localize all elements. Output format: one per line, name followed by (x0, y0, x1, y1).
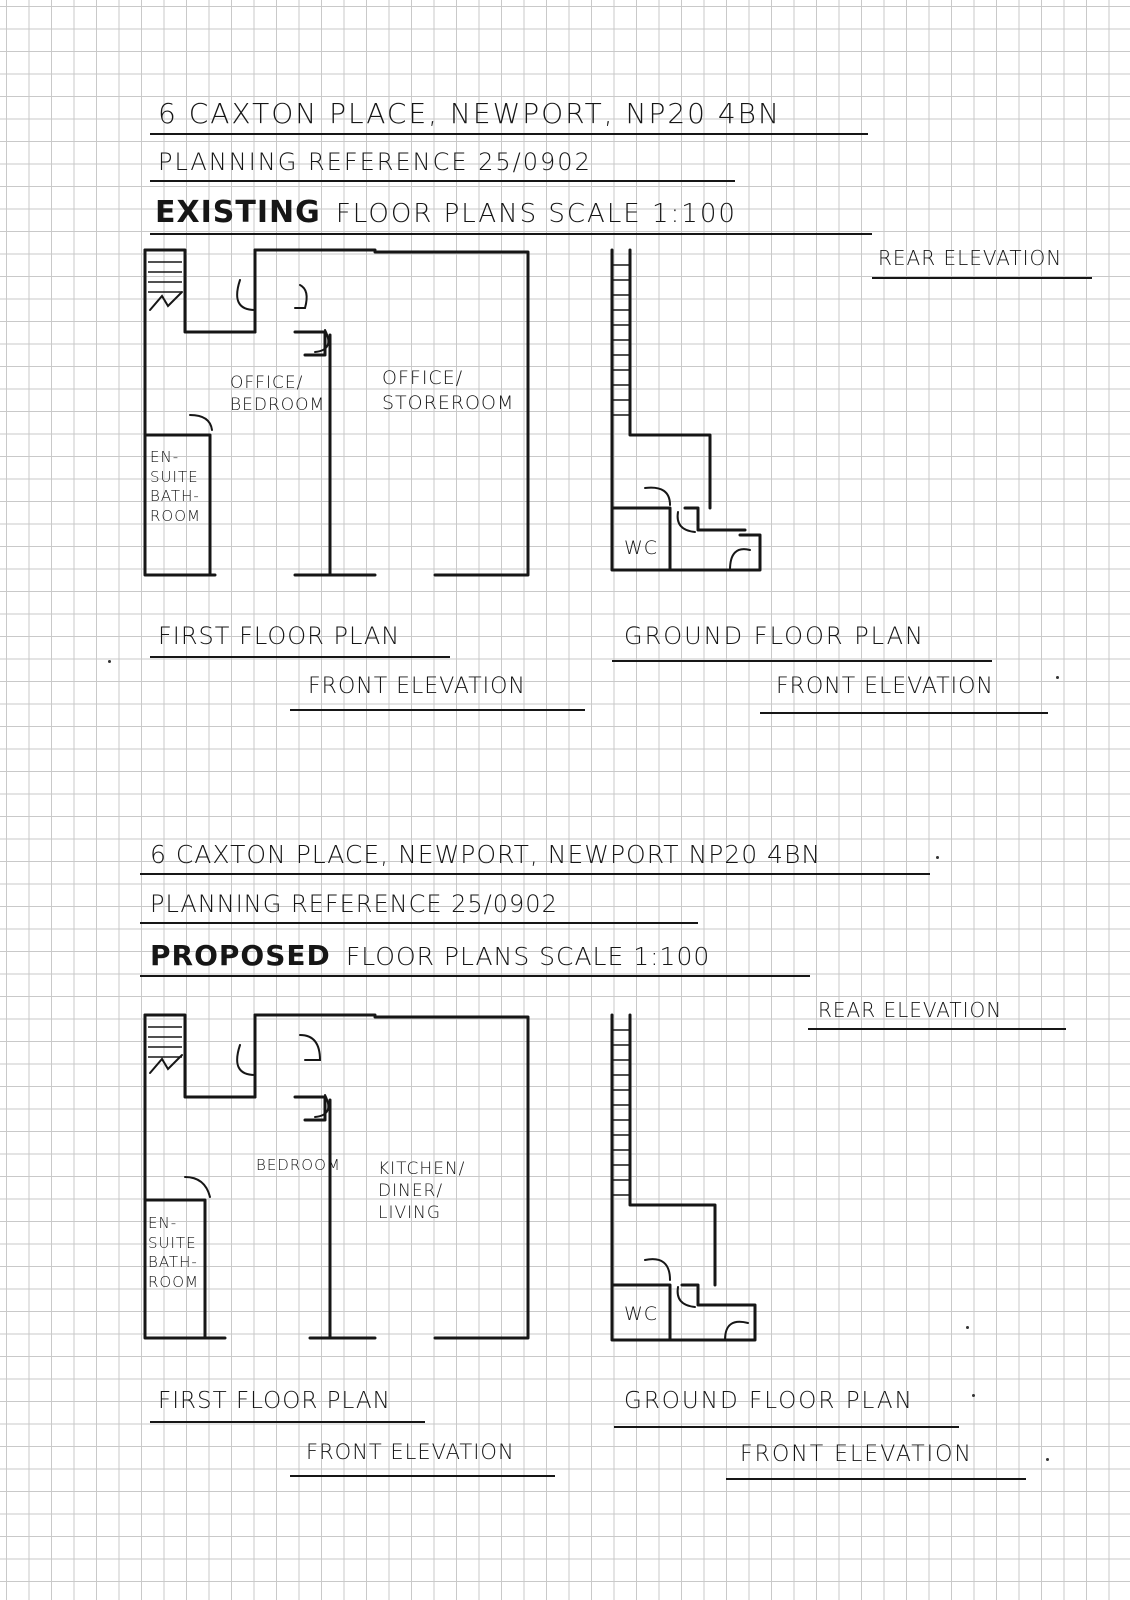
pencil-dot (936, 856, 939, 859)
room-label: OFFICE/ BEDROOM (230, 373, 326, 416)
existing-heading: EXISTING FLOOR PLANS SCALE 1:100 (155, 198, 737, 228)
proposed-first-floor-front: FRONT ELEVATION (306, 1440, 515, 1464)
underline (150, 133, 868, 135)
proposed-planning-reference: PLANNING REFERENCE 25/0902 (150, 890, 558, 918)
existing-first-floor-front: FRONT ELEVATION (308, 674, 526, 699)
existing-heading-bold: EXISTING (155, 195, 321, 230)
proposed-address: 6 CAXTON PLACE, NEWPORT, NEWPORT NP20 4B… (150, 840, 822, 869)
room-label: EN- SUITE BATH- ROOM (148, 1214, 199, 1291)
underline (614, 1426, 959, 1428)
pencil-dot (108, 660, 111, 663)
underline (140, 975, 810, 977)
underline (612, 660, 992, 662)
existing-first-floor-plan (143, 248, 530, 577)
pencil-dot (966, 1326, 969, 1329)
room-label: OFFICE/ STOREROOM (382, 367, 515, 414)
proposed-heading: PROPOSED FLOOR PLANS SCALE 1:100 (150, 942, 710, 970)
underline (140, 922, 698, 924)
underline (150, 180, 735, 182)
pencil-dot (1046, 1458, 1049, 1461)
existing-rear-elevation: REAR ELEVATION (878, 246, 1063, 270)
room-label: BEDROOM (256, 1156, 341, 1174)
underline (290, 709, 585, 711)
proposed-heading-rest: FLOOR PLANS SCALE 1:100 (345, 942, 711, 971)
underline (872, 277, 1092, 279)
underline (150, 233, 872, 235)
room-label: WC (624, 1303, 659, 1325)
room-label: KITCHEN/ DINER/ LIVING (378, 1159, 466, 1224)
existing-ground-floor-front: FRONT ELEVATION (776, 674, 994, 699)
underline (760, 712, 1048, 714)
pencil-dot (1056, 676, 1059, 679)
underline (140, 873, 930, 875)
underline (150, 656, 450, 658)
proposed-ground-floor-front: FRONT ELEVATION (740, 1442, 973, 1467)
existing-planning-reference: PLANNING REFERENCE 25/0902 (158, 148, 592, 176)
underline (150, 1421, 425, 1423)
proposed-ground-floor-label: GROUND FLOOR PLAN (624, 1388, 914, 1414)
room-label: WC (624, 537, 659, 559)
existing-heading-rest: FLOOR PLANS SCALE 1:100 (335, 199, 737, 229)
proposed-ground-floor-plan (610, 1013, 757, 1342)
room-label: EN- SUITE BATH- ROOM (150, 448, 201, 525)
existing-ground-floor-plan (610, 248, 762, 572)
underline (726, 1478, 1026, 1480)
existing-ground-floor-label: GROUND FLOOR PLAN (624, 622, 925, 650)
proposed-heading-bold: PROPOSED (150, 939, 331, 972)
pencil-dot (972, 1394, 975, 1397)
existing-first-floor-label: FIRST FLOOR PLAN (158, 622, 401, 650)
underline (808, 1028, 1066, 1030)
underline (290, 1475, 555, 1477)
proposed-rear-elevation: REAR ELEVATION (818, 998, 1003, 1022)
proposed-first-floor-label: FIRST FLOOR PLAN (158, 1388, 391, 1414)
proposed-first-floor-plan (143, 1013, 530, 1340)
existing-address: 6 CAXTON PLACE, NEWPORT, NP20 4BN (158, 97, 781, 130)
